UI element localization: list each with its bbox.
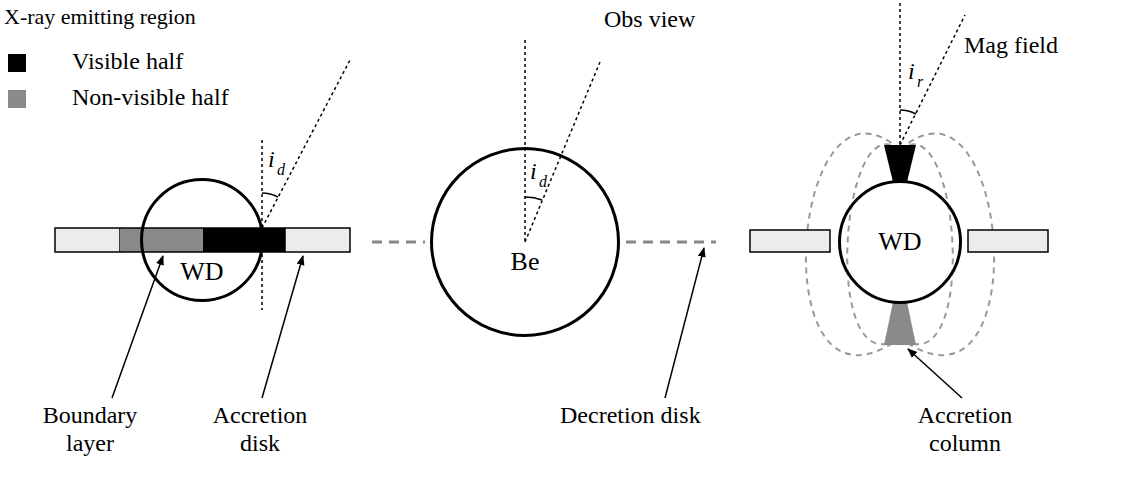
star-circle: Be (430, 147, 620, 337)
star-name: WD (841, 228, 959, 257)
angle-symbol: i (530, 158, 537, 186)
leader-arrow (262, 256, 303, 398)
part-label: Decretion disk (560, 402, 701, 430)
accretion-disk (285, 228, 350, 252)
visible-half (203, 228, 285, 252)
legend-text: Visible half (72, 48, 183, 76)
angle-subscript: d (277, 161, 285, 179)
leader-arrow (908, 349, 962, 398)
non-visible-half (120, 228, 203, 252)
leader-arrow (112, 256, 163, 398)
axis-line (899, 3, 901, 145)
accretion-column (884, 145, 916, 182)
sight-line (900, 15, 965, 145)
decretion-disk (626, 241, 716, 244)
legend-swatch (8, 90, 26, 108)
sight-line (262, 60, 350, 228)
accretion-column (884, 302, 916, 345)
angle-symbol: i (908, 58, 915, 86)
legend-swatch (8, 54, 26, 72)
sight-line (525, 62, 600, 242)
part-label: Boundary layer (30, 402, 150, 457)
axis-line (524, 40, 526, 242)
angle-subscript: r (917, 73, 923, 91)
angle-symbol: i (268, 146, 275, 174)
leader-arrow (665, 248, 704, 398)
part-label: Accretion disk (200, 402, 320, 457)
angle-arc (262, 193, 278, 197)
angle-arc (900, 110, 916, 114)
star-circle: WD (140, 178, 264, 302)
view-label: Obs view (604, 6, 695, 34)
legend-text: Non-visible half (72, 84, 229, 112)
decretion-disk (372, 241, 425, 244)
angle-arc (525, 197, 542, 200)
part-label: Accretion column (905, 402, 1025, 457)
accretion-disk (968, 230, 1048, 252)
field-label: Mag field (964, 32, 1058, 60)
star-name: WD (143, 258, 261, 287)
star-name: Be (433, 248, 617, 277)
star-circle: WD (838, 180, 962, 304)
accretion-disk (55, 228, 120, 252)
angle-subscript: d (539, 173, 547, 191)
legend-title: X-ray emitting region (4, 4, 196, 29)
accretion-disk (750, 230, 830, 252)
